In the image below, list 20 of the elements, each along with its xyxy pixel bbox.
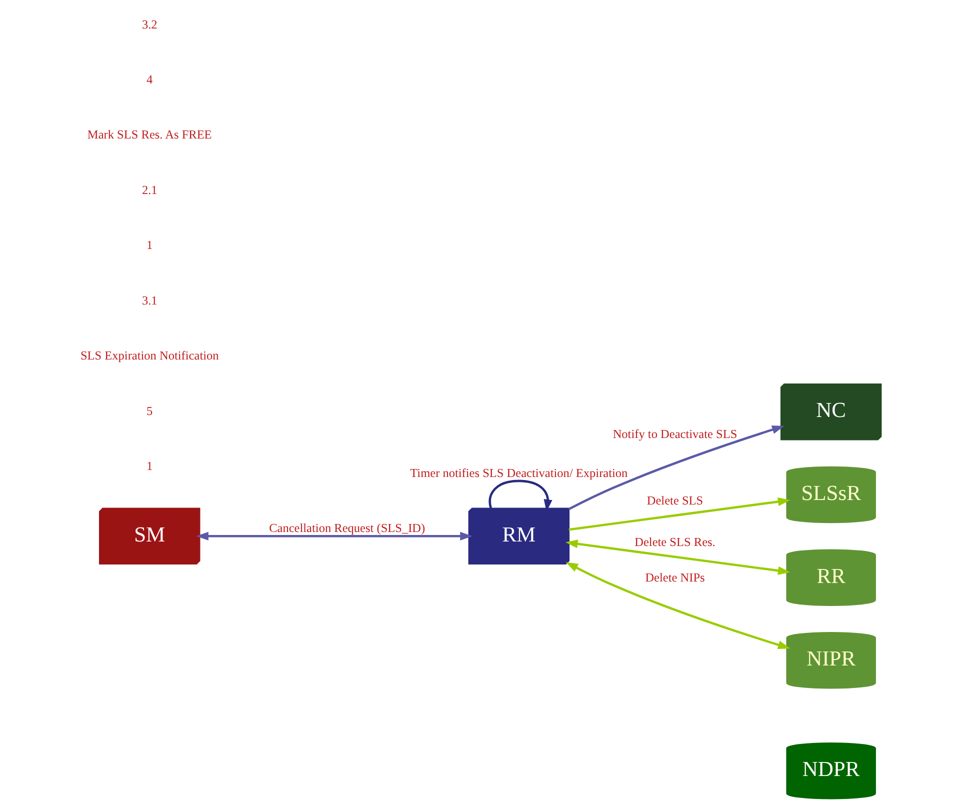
edge-label: Timer notifies SLS Deactivation/ Expiration [410, 466, 628, 480]
label: 1 [146, 238, 152, 252]
arrow [565, 562, 790, 649]
arrow [568, 426, 784, 510]
edge-label: Delete SLS [646, 494, 703, 508]
label: 2.1 [141, 182, 157, 197]
arrow [568, 497, 790, 531]
edge-label: Delete SLS Res. [634, 534, 715, 549]
arrow [196, 532, 472, 540]
label: 4 [146, 72, 152, 86]
edge-label: Cancellation Request (SLS_ID) [268, 521, 425, 536]
label: SLS Expiration Notification [80, 348, 218, 363]
label: 3.2 [141, 17, 157, 32]
edge-label: Notify to Deactivate SLS [612, 426, 737, 441]
label: Mark SLS Res. As FREE [86, 128, 212, 142]
edge-label: Delete NIPs [644, 570, 704, 584]
label: 5 [146, 404, 152, 418]
arrow [564, 540, 790, 575]
label: 3.1 [141, 293, 157, 308]
label: 1 [146, 459, 152, 474]
